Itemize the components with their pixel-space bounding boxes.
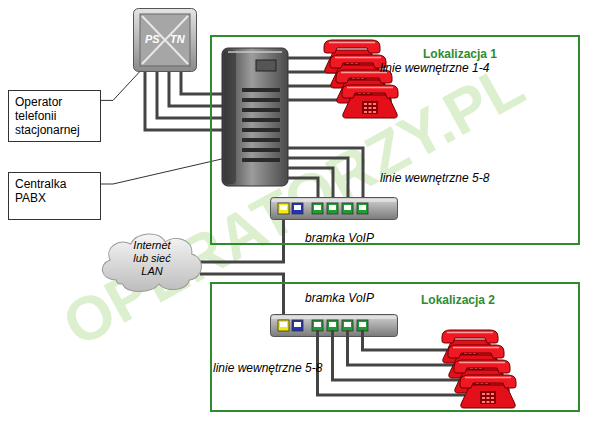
pstn-switch: PS TN xyxy=(133,8,197,72)
location-frame: Lokalizacja 2 xyxy=(210,282,580,412)
voip-gateway xyxy=(271,198,398,220)
line-label: linie wewnętrzne 5-8 xyxy=(380,171,489,185)
switch-outline xyxy=(133,8,197,72)
line-label: linie wewnętrzne 5-8 xyxy=(213,361,322,375)
callout-text: Operator telefonii stacjonarnej xyxy=(15,95,96,137)
pabx-unit xyxy=(222,48,288,186)
switch-label: PS xyxy=(145,33,160,45)
network-label: Internet lub sieć LAN xyxy=(96,239,208,278)
line-label: linie wewnętrzne 1-4 xyxy=(380,61,489,75)
callout-text: Centralka PABX xyxy=(15,177,96,205)
callout-box: Operator telefonii stacjonarnej xyxy=(8,90,101,142)
callout-box: Centralka PABX xyxy=(8,172,101,220)
leader-line xyxy=(101,72,139,100)
phone-set xyxy=(324,40,398,118)
location-heading: Lokalizacja 2 xyxy=(421,293,495,307)
switch-label: TN xyxy=(170,33,185,45)
leader-line xyxy=(101,158,226,184)
device-label: bramka VoIP xyxy=(305,291,374,305)
location-heading: Lokalizacja 1 xyxy=(423,47,497,61)
network-cloud: Internet lub sieć LAN xyxy=(96,228,208,294)
device-label: bramka VoIP xyxy=(305,231,374,245)
phone-set xyxy=(442,330,516,408)
